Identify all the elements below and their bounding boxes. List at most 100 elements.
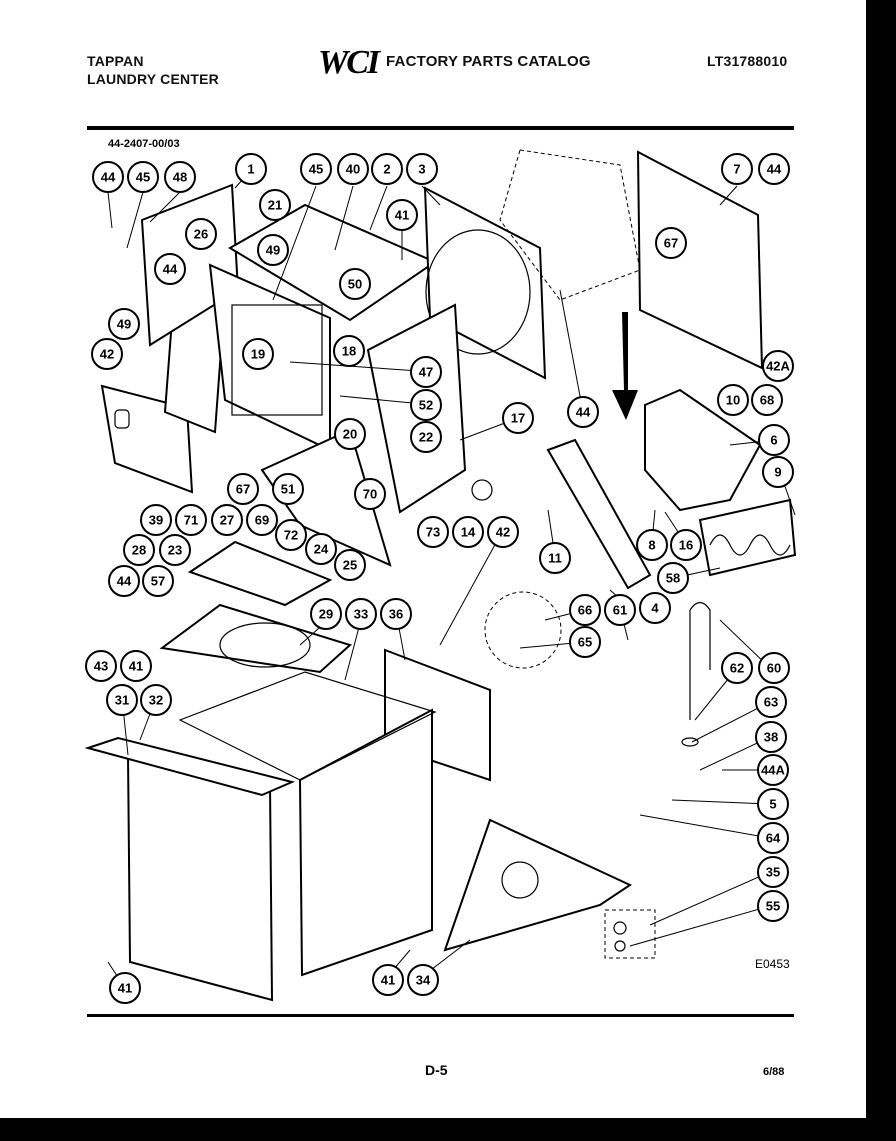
heater-element-plate xyxy=(698,498,797,577)
svg-text:44: 44 xyxy=(101,170,116,185)
callout-31: 31 xyxy=(106,684,138,716)
callout-57: 57 xyxy=(142,565,174,597)
svg-text:43: 43 xyxy=(94,659,108,674)
svg-text:71: 71 xyxy=(184,513,198,528)
svg-text:16: 16 xyxy=(679,538,693,553)
svg-text:44: 44 xyxy=(163,262,178,277)
callout-44b: 44 xyxy=(758,153,790,185)
svg-text:58: 58 xyxy=(666,571,680,586)
callout-44d: 44 xyxy=(567,396,599,428)
callout-27: 27 xyxy=(211,504,243,536)
callout-41: 41 xyxy=(386,199,418,231)
svg-text:42A: 42A xyxy=(766,359,790,374)
callout-58: 58 xyxy=(657,562,689,594)
callout-14: 14 xyxy=(452,516,484,548)
hose-clamp xyxy=(681,737,699,747)
callout-44e: 44 xyxy=(108,565,140,597)
cabinet-rear-frame xyxy=(178,671,437,781)
svg-text:63: 63 xyxy=(764,695,778,710)
svg-text:38: 38 xyxy=(764,730,778,745)
svg-text:41: 41 xyxy=(129,659,143,674)
leveling-leg xyxy=(613,921,627,935)
heater-housing xyxy=(644,388,762,512)
callout-39: 39 xyxy=(140,504,172,536)
callout-65: 65 xyxy=(569,626,601,658)
washer-lid-opening xyxy=(219,622,311,668)
callout-44c: 44 xyxy=(154,253,186,285)
callout-1: 1 xyxy=(235,153,267,185)
callout-16: 16 xyxy=(670,529,702,561)
svg-text:51: 51 xyxy=(281,482,295,497)
svg-text:61: 61 xyxy=(613,603,627,618)
svg-text:69: 69 xyxy=(255,513,269,528)
svg-text:2: 2 xyxy=(383,162,390,177)
svg-text:48: 48 xyxy=(173,170,187,185)
svg-text:70: 70 xyxy=(363,487,377,502)
svg-text:57: 57 xyxy=(151,574,165,589)
callout-10: 10 xyxy=(717,384,749,416)
callout-23: 23 xyxy=(159,534,191,566)
figure-code: E0453 xyxy=(755,957,790,971)
arrow-icon xyxy=(612,312,638,420)
callout-41b: 41 xyxy=(120,650,152,682)
callout-11: 11 xyxy=(539,542,571,574)
drum-outline xyxy=(499,149,641,301)
callout-69: 69 xyxy=(246,504,278,536)
svg-text:35: 35 xyxy=(766,865,780,880)
svg-text:7: 7 xyxy=(733,162,740,177)
callout-5: 5 xyxy=(757,788,789,820)
model-number: LT31788010 xyxy=(707,53,788,69)
drum-opening xyxy=(425,229,531,355)
callout-61: 61 xyxy=(604,594,636,626)
callout-51: 51 xyxy=(272,473,304,505)
callout-43: 43 xyxy=(85,650,117,682)
header-rule xyxy=(87,126,794,130)
callout-21: 21 xyxy=(259,189,291,221)
svg-text:25: 25 xyxy=(343,558,357,573)
svg-text:41: 41 xyxy=(381,973,395,988)
washer-top xyxy=(159,603,352,674)
callout-2: 2 xyxy=(371,153,403,185)
svg-text:41: 41 xyxy=(395,208,409,223)
leveling-leg-box xyxy=(604,909,656,959)
svg-text:66: 66 xyxy=(578,603,592,618)
svg-text:32: 32 xyxy=(149,693,163,708)
scan-border-right xyxy=(866,0,896,1141)
toe-panel xyxy=(187,540,333,607)
callout-22: 22 xyxy=(410,421,442,453)
svg-text:55: 55 xyxy=(766,899,780,914)
callout-67b: 67 xyxy=(227,473,259,505)
callout-44: 44 xyxy=(92,161,124,193)
svg-text:42: 42 xyxy=(100,347,114,362)
cabinet-side xyxy=(298,708,433,977)
callout-49b: 49 xyxy=(108,308,140,340)
svg-text:34: 34 xyxy=(416,973,431,988)
callout-73: 73 xyxy=(417,516,449,548)
catalog-title: FACTORY PARTS CATALOG xyxy=(386,53,591,70)
callout-18: 18 xyxy=(333,335,365,367)
callout-24: 24 xyxy=(305,533,337,565)
callout-25: 25 xyxy=(334,549,366,581)
svg-text:29: 29 xyxy=(319,607,333,622)
callout-45: 45 xyxy=(127,161,159,193)
callout-19: 19 xyxy=(242,338,274,370)
callout-44A: 44A xyxy=(757,754,789,786)
revision-date: 6/88 xyxy=(763,1066,785,1078)
svg-text:64: 64 xyxy=(766,831,781,846)
svg-text:67: 67 xyxy=(236,482,250,497)
svg-text:20: 20 xyxy=(343,427,357,442)
svg-text:52: 52 xyxy=(419,398,433,413)
svg-text:45: 45 xyxy=(136,170,150,185)
svg-text:6: 6 xyxy=(770,433,777,448)
svg-text:39: 39 xyxy=(149,513,163,528)
svg-text:31: 31 xyxy=(115,693,129,708)
svg-text:65: 65 xyxy=(578,635,592,650)
callout-9: 9 xyxy=(762,456,794,488)
callout-63: 63 xyxy=(755,686,787,718)
callout-67: 67 xyxy=(655,227,687,259)
svg-text:22: 22 xyxy=(419,430,433,445)
door-opening xyxy=(231,304,323,416)
svg-text:33: 33 xyxy=(354,607,368,622)
callout-47: 47 xyxy=(410,356,442,388)
